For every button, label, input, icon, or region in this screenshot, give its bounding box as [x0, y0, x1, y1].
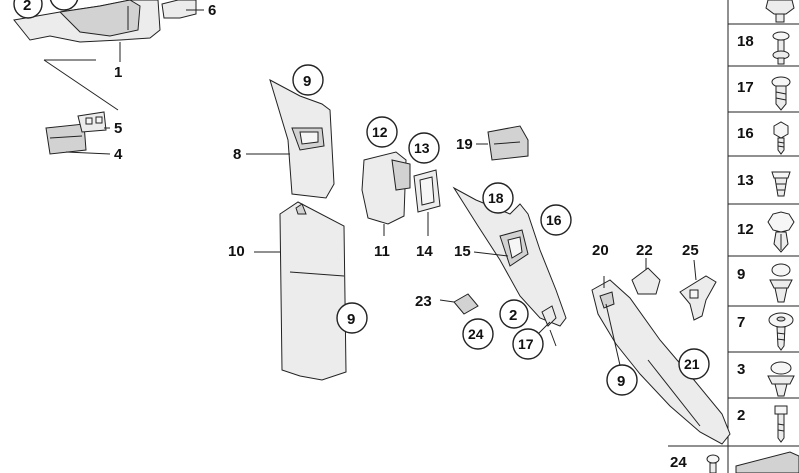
callout-5: 5	[114, 120, 122, 137]
screw-clip-icon	[771, 171, 791, 197]
fastener-label: 17	[737, 79, 754, 96]
callout-circle-2-top	[13, 0, 43, 19]
callout-circle-9-mid	[336, 302, 368, 334]
hex-bolt-icon	[773, 121, 789, 155]
part-20-21-rear-trim	[591, 276, 731, 445]
part-4-cover-pad	[45, 123, 111, 155]
part-23-clip	[439, 293, 479, 315]
callout-circle-24	[462, 318, 494, 350]
callout-24: 24	[468, 326, 484, 342]
callout-17: 17	[518, 336, 534, 352]
callout-16: 16	[546, 212, 562, 228]
callout-18: 18	[488, 190, 504, 206]
fastener-label: 2	[737, 407, 745, 424]
clip-nut-icon	[767, 361, 795, 397]
callout-9-low: 9	[617, 373, 625, 390]
callout-circle-13	[408, 132, 440, 164]
part-1-upper-trim	[13, 0, 161, 111]
torx-screw-icon	[768, 312, 794, 351]
fastener-column: 18 17 16 13	[668, 0, 799, 473]
callout-20: 20	[592, 242, 609, 259]
callout-circle-2-mid	[499, 299, 529, 329]
callout-circle-top-clipped	[49, 0, 79, 11]
callout-12: 12	[372, 124, 388, 140]
callout-22: 22	[636, 242, 653, 259]
bolt-icon	[774, 405, 788, 443]
fastener-label: 12	[737, 221, 754, 238]
fastener-label: 16	[737, 125, 754, 142]
callout-4: 4	[114, 146, 123, 163]
fastener-label: 3	[737, 361, 745, 378]
fastener-label: 24	[670, 454, 687, 471]
push-pin-icon	[772, 31, 790, 65]
trim-clip-icon	[769, 263, 793, 303]
fastener-label: 13	[737, 172, 754, 189]
part-clip-under-15	[535, 305, 557, 347]
callout-9-mid: 9	[347, 311, 355, 328]
callout-8: 8	[233, 146, 241, 163]
callout-6: 6	[208, 2, 216, 19]
part-11-belt-guide	[361, 151, 411, 236]
callout-9-top: 9	[303, 73, 311, 90]
callout-circle-9-low	[606, 364, 638, 396]
part-22-clip	[631, 258, 661, 295]
callout-23: 23	[415, 293, 432, 310]
part-14-bezel	[413, 169, 441, 236]
callout-2-top: 2	[23, 0, 31, 14]
fastener-label: 18	[737, 33, 754, 50]
callout-1: 1	[114, 64, 122, 81]
callout-circle-17	[512, 328, 544, 360]
expanding-rivet-icon	[767, 211, 795, 253]
callout-14: 14	[416, 243, 433, 260]
fastener-label: 7	[737, 314, 745, 331]
top-clip-icon	[765, 0, 795, 23]
callout-15: 15	[454, 243, 471, 260]
callout-13: 13	[414, 140, 430, 156]
callout-19: 19	[456, 136, 473, 153]
callout-circle-18	[482, 182, 514, 214]
callout-circle-16	[540, 204, 572, 236]
part-25-bracket	[679, 259, 717, 321]
part-15-c-pillar-trim	[452, 186, 567, 327]
part-19-cover	[476, 125, 529, 161]
callout-11: 11	[374, 243, 390, 260]
callout-2-mid: 2	[509, 307, 517, 324]
callout-circle-9-top	[292, 64, 324, 96]
fastener-label: 9	[737, 266, 745, 283]
part-10-lower-b-pillar	[254, 201, 347, 381]
small-screw-icon	[706, 454, 720, 473]
spreader-screw-icon	[771, 76, 791, 111]
part-8-upper-b-pillar	[246, 78, 335, 199]
part-5-bracket	[77, 111, 110, 133]
part-6-clip	[161, 0, 204, 19]
callout-25: 25	[682, 242, 699, 259]
callout-10: 10	[228, 243, 245, 260]
callout-circle-12	[366, 116, 398, 148]
wedge-shape-icon	[735, 451, 799, 473]
callout-21: 21	[684, 356, 700, 372]
callout-circle-21	[678, 348, 710, 380]
